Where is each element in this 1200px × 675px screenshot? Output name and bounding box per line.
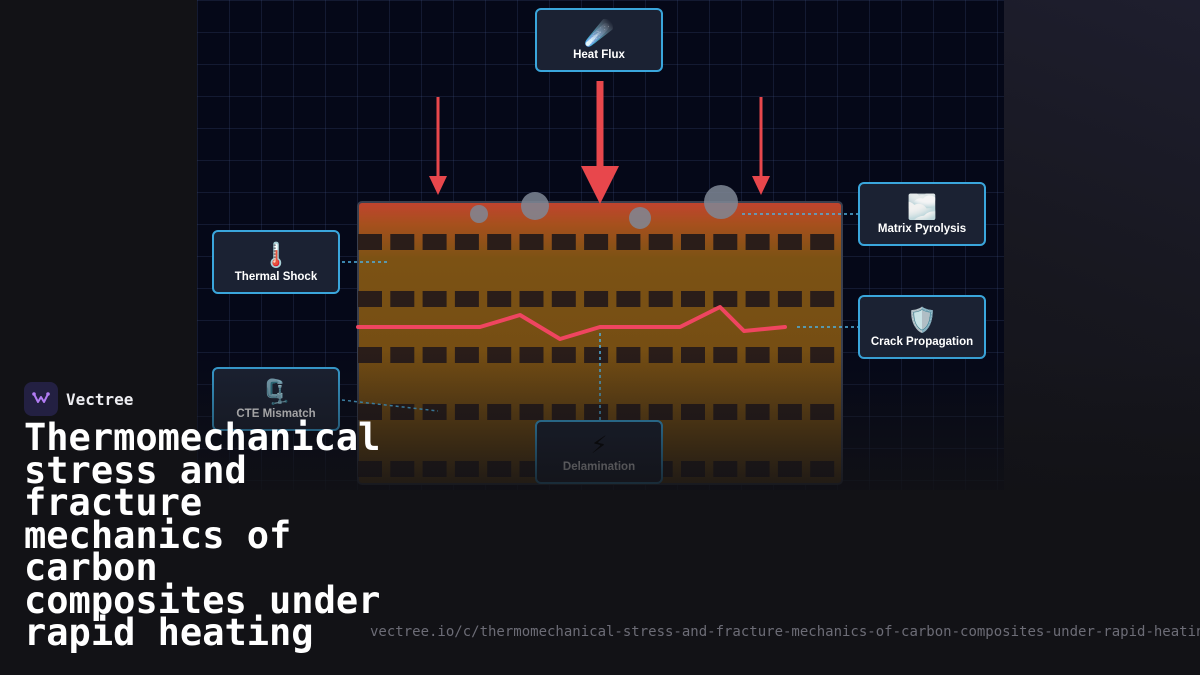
fiber-tow xyxy=(487,461,512,477)
heat-arrow-center-head xyxy=(581,166,619,204)
fiber-tow xyxy=(390,347,415,363)
page-url[interactable]: vectree.io/c/thermomechanical-stress-and… xyxy=(370,624,1200,640)
gas-bubble xyxy=(470,205,488,223)
fiber-tow xyxy=(519,234,544,250)
fiber-tow xyxy=(777,404,802,420)
fiber-tow xyxy=(454,461,479,477)
gas-bubble xyxy=(704,185,738,219)
delamination-label: Delamination xyxy=(562,461,636,473)
fog-icon: 🌫️ xyxy=(907,193,937,221)
fiber-tow xyxy=(584,404,609,420)
fiber-tow xyxy=(487,291,512,307)
thermal-shock-card[interactable]: 🌡️ Thermal Shock xyxy=(212,230,340,294)
fiber-tow xyxy=(648,234,673,250)
fiber-tow xyxy=(810,461,835,477)
fiber-tow xyxy=(616,291,641,307)
fiber-tow xyxy=(519,404,544,420)
fiber-tow xyxy=(519,291,544,307)
fiber-tow xyxy=(390,234,415,250)
fiber-tow xyxy=(681,461,705,477)
fiber-tow xyxy=(487,404,512,420)
heat-flux-label: Heat Flux xyxy=(573,49,625,61)
fiber-tow xyxy=(551,234,576,250)
comet-icon: ☄️ xyxy=(584,19,614,47)
fiber-tow xyxy=(777,347,802,363)
fiber-tow xyxy=(713,404,738,420)
fiber-tow xyxy=(777,461,802,477)
delamination-card[interactable]: ⚡ Delamination xyxy=(535,420,663,484)
heat-flux-card[interactable]: ☄️ Heat Flux xyxy=(535,8,663,72)
brand[interactable]: Vectree xyxy=(24,382,133,416)
fiber-tow xyxy=(745,347,770,363)
fiber-tow xyxy=(648,347,673,363)
fiber-tow xyxy=(777,291,802,307)
shield-icon: 🛡️ xyxy=(907,306,937,334)
fiber-tow xyxy=(454,347,479,363)
fiber-tow xyxy=(616,404,641,420)
fiber-tow xyxy=(519,347,544,363)
fiber-tow xyxy=(551,347,576,363)
fiber-tow xyxy=(810,404,835,420)
crack-line xyxy=(356,305,787,341)
fiber-tow xyxy=(487,234,512,250)
page-title: Thermomechanical stress and fracture mec… xyxy=(24,416,381,654)
crack-propagation-card[interactable]: 🛡️ Crack Propagation xyxy=(858,295,986,359)
vectree-logo-icon xyxy=(24,382,58,416)
gas-bubble xyxy=(629,207,651,229)
fiber-tow xyxy=(810,347,835,363)
fiber-tow xyxy=(422,404,447,420)
fiber-tow xyxy=(584,234,609,250)
fiber-tow xyxy=(745,291,770,307)
fiber-tow xyxy=(422,461,447,477)
fiber-tow xyxy=(454,291,479,307)
fiber-tow xyxy=(454,404,479,420)
fiber-tow xyxy=(358,347,382,363)
fiber-tow xyxy=(584,347,609,363)
fiber-tow xyxy=(810,291,835,307)
fiber-tow xyxy=(358,291,382,307)
crack-propagation-label: Crack Propagation xyxy=(870,336,974,348)
fiber-tow xyxy=(648,291,673,307)
matrix-pyrolysis-card[interactable]: 🌫️ Matrix Pyrolysis xyxy=(858,182,986,246)
brand-name: Vectree xyxy=(66,389,134,409)
matrix-pyrolysis-label: Matrix Pyrolysis xyxy=(877,223,967,235)
fiber-tow xyxy=(551,404,576,420)
fiber-tow xyxy=(777,234,802,250)
fiber-tow xyxy=(810,234,835,250)
fiber-tow xyxy=(487,347,512,363)
fiber-tow xyxy=(616,234,641,250)
fiber-tow xyxy=(648,404,673,420)
fiber-tow xyxy=(681,291,705,307)
fiber-tow xyxy=(681,347,705,363)
fiber-tow xyxy=(713,461,738,477)
heat-arrow-left-head xyxy=(429,176,447,195)
fiber-tow xyxy=(713,234,738,250)
fiber-tow xyxy=(422,234,447,250)
fiber-tow xyxy=(616,347,641,363)
thermal-shock-label: Thermal Shock xyxy=(234,271,318,283)
gas-bubble xyxy=(521,192,549,220)
fiber-tow xyxy=(681,404,705,420)
clamp-icon: 🗜️ xyxy=(261,378,291,406)
thermometer-icon: 🌡️ xyxy=(261,241,291,269)
fiber-tow xyxy=(745,404,770,420)
fiber-tow xyxy=(390,291,415,307)
fiber-tow xyxy=(358,234,382,250)
fiber-tow xyxy=(422,347,447,363)
fiber-tow xyxy=(745,234,770,250)
fiber-tow xyxy=(713,291,738,307)
fiber-tow xyxy=(422,291,447,307)
fiber-tow xyxy=(745,461,770,477)
fiber-tow xyxy=(454,234,479,250)
fiber-tow xyxy=(713,347,738,363)
fiber-tow xyxy=(551,291,576,307)
fiber-tow xyxy=(584,291,609,307)
fiber-tow xyxy=(681,234,705,250)
heat-arrow-right-head xyxy=(752,176,770,195)
background-right-panel xyxy=(1004,0,1200,675)
lightning-icon: ⚡ xyxy=(590,431,608,459)
